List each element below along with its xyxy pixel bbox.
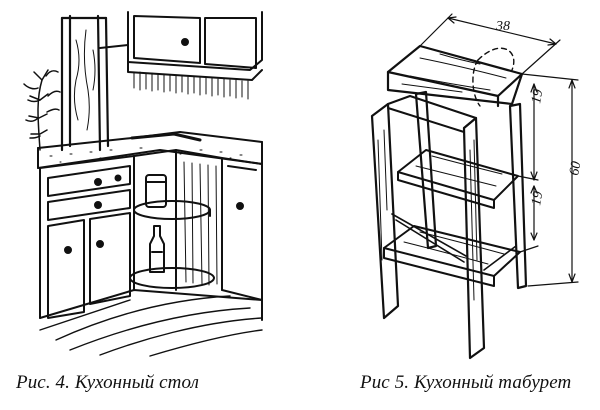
kitchen-table-drawing — [23, 11, 263, 357]
plant — [23, 69, 61, 151]
dimension-lines — [419, 13, 579, 287]
dimension-seat-width: 38 — [495, 19, 510, 34]
right-base-cabinet — [221, 157, 263, 321]
window-post — [60, 14, 110, 152]
wall-cabinet — [99, 11, 263, 100]
corner-carousel — [129, 149, 223, 291]
dimension-total-height: 60 — [567, 160, 584, 176]
stool-top-rail — [387, 95, 477, 133]
stool-braces — [391, 213, 517, 271]
stool-step-lower — [383, 225, 521, 287]
dimension-seat-to-step: 19 — [529, 88, 546, 104]
caption-kitchen-stool: Рис 5. Кухонный табурет — [360, 372, 572, 393]
floor — [39, 289, 263, 357]
stool-legs — [370, 90, 528, 360]
left-base-cabinet — [39, 155, 135, 319]
dimension-step-to-step: 19 — [529, 190, 546, 206]
step-stool-drawing — [370, 13, 579, 360]
counter-top — [37, 131, 263, 169]
stool-step-middle — [397, 149, 519, 209]
caption-kitchen-table: Рис. 4. Кухонный стол — [16, 372, 200, 393]
stool-seat — [386, 44, 524, 108]
